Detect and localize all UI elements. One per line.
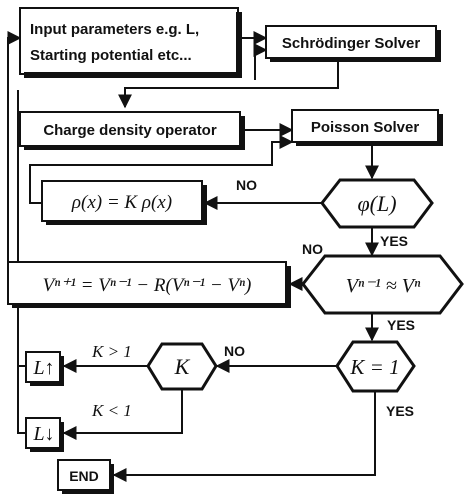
input-params-line1: Input parameters e.g. L, [30, 21, 199, 38]
k-decision-node: K [146, 342, 218, 391]
end-label: END [69, 468, 99, 484]
k-decision-label: K [174, 354, 191, 379]
schrodinger-node: Schrödinger Solver [265, 25, 441, 62]
l-down-label: L↓ [32, 423, 54, 445]
connectors [7, 31, 379, 482]
v-decision-label: Vⁿ⁻¹ ≈ Vⁿ [346, 275, 421, 297]
l-up-node: L↑ [25, 351, 64, 386]
v-update-formula: Vⁿ⁺¹ = Vⁿ⁻¹ − R(Vⁿ⁻¹ − Vⁿ) [43, 275, 252, 296]
charge-density-label: Charge density operator [43, 122, 217, 139]
edge-label-yes-phi: YES [380, 233, 408, 249]
edge-vupdate-loop [7, 31, 22, 284]
rho-update-formula: ρ(x) = K ρ(x) [71, 192, 172, 213]
edge-label-no-k1: NO [224, 343, 245, 359]
v-update-node: Vⁿ⁺¹ = Vⁿ⁻¹ − R(Vⁿ⁻¹ − Vⁿ) [7, 261, 291, 308]
end-node: END [57, 459, 114, 494]
schrodinger-label: Schrödinger Solver [282, 35, 421, 52]
edge-label-yes-v: YES [387, 317, 415, 333]
charge-density-node: Charge density operator [19, 111, 245, 150]
edge-k-lt-1 [62, 390, 183, 440]
phi-decision-label: φ(L) [357, 191, 396, 216]
edge-label-no-v: NO [302, 241, 323, 257]
edge-label-yes-k1: YES [386, 403, 414, 419]
phi-decision-node: φ(L) [320, 178, 434, 229]
k1-decision-label: K = 1 [349, 355, 399, 379]
edge-label-k-gt-1: K > 1 [91, 342, 132, 361]
poisson-label: Poisson Solver [311, 119, 420, 136]
edge-label-k-lt-1: K < 1 [91, 401, 132, 420]
edge-ldown-loop [17, 366, 26, 434]
edge-schrodinger-to-charge [118, 58, 339, 109]
k1-decision-node: K = 1 [335, 340, 416, 393]
l-up-label: L↑ [32, 357, 54, 379]
input-params-node: Input parameters e.g. L, Starting potent… [19, 7, 242, 78]
edge-label-no-phi: NO [236, 177, 257, 193]
input-params-line2: Starting potential etc... [30, 47, 192, 64]
edge-rho-to-poisson [29, 135, 294, 204]
edge-loop-to-schrodinger [253, 43, 268, 80]
rho-update-node: ρ(x) = K ρ(x) [41, 180, 207, 225]
poisson-node: Poisson Solver [291, 109, 443, 146]
l-down-node: L↓ [25, 417, 64, 452]
edge-k1-yes [112, 392, 376, 482]
v-decision-node: Vⁿ⁻¹ ≈ Vⁿ [301, 254, 464, 315]
